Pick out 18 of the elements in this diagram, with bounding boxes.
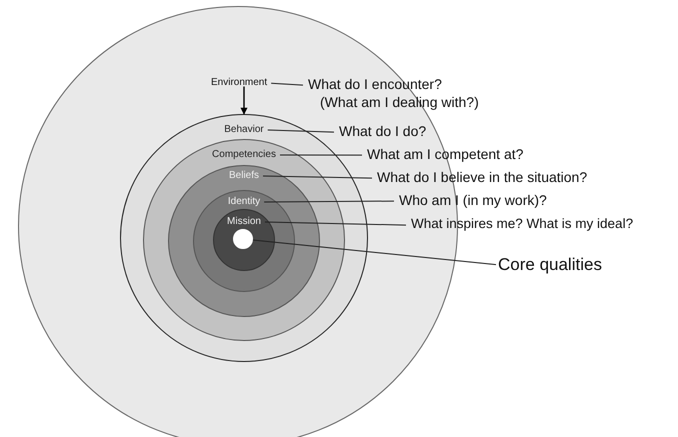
leader-line (267, 130, 334, 133)
ring-label: Competencies (212, 150, 276, 160)
question-text: What do I do? (339, 123, 426, 140)
leader-line (279, 154, 362, 156)
question-text: Who am I (in my work)? (399, 192, 547, 210)
leader-line (252, 240, 496, 266)
leader-line (264, 200, 394, 202)
question-text: Core qualities (498, 254, 602, 276)
circle-shape (233, 229, 253, 249)
ring-label: Mission (227, 217, 261, 227)
leader-line (264, 222, 406, 226)
ring-label: Identity (228, 197, 260, 207)
leader-line (262, 176, 372, 179)
ring-label: Beliefs (229, 171, 259, 181)
leader-line (270, 82, 304, 86)
ring-label: Environment (211, 77, 268, 90)
arrow (240, 86, 248, 115)
ring-label: Behavior (224, 125, 264, 135)
